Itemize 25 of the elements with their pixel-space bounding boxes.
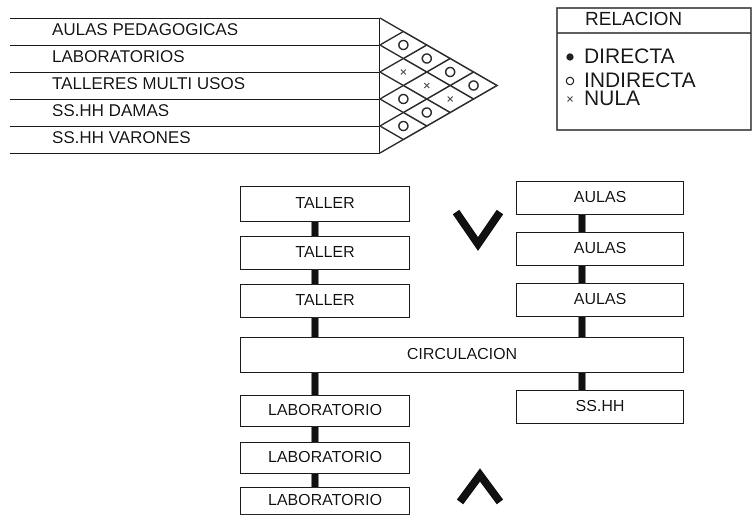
legend-title: RELACION [585,9,682,31]
space-box: TALLER [240,186,410,222]
space-box: TALLER [240,284,410,318]
connector-bar [312,373,318,395]
connector-bar [312,318,318,337]
space-box: AULAS [516,232,684,266]
space-box: SS.HH [516,390,684,424]
space-box: CIRCULACION [240,337,684,373]
space-box: LABORATORIO [240,487,410,515]
space-box: AULAS [516,181,684,215]
connector-bar [578,373,586,390]
space-box: LABORATORIO [240,395,410,427]
connector-bar [578,215,586,232]
space-box: TALLER [240,236,410,270]
table-row: SS.HH VARONES [10,126,380,154]
legend-text: DIRECTA [584,45,675,69]
connector-bar [312,474,318,487]
connector-bar [578,266,586,283]
connector-bar [312,222,318,236]
space-box: LABORATORIO [240,442,410,474]
connector-bar [312,427,318,442]
table-row: AULAS PEDAGOGICAS [10,18,380,46]
connector-bar [312,270,318,284]
space-box: AULAS [516,283,684,317]
connector-bar [578,317,586,337]
